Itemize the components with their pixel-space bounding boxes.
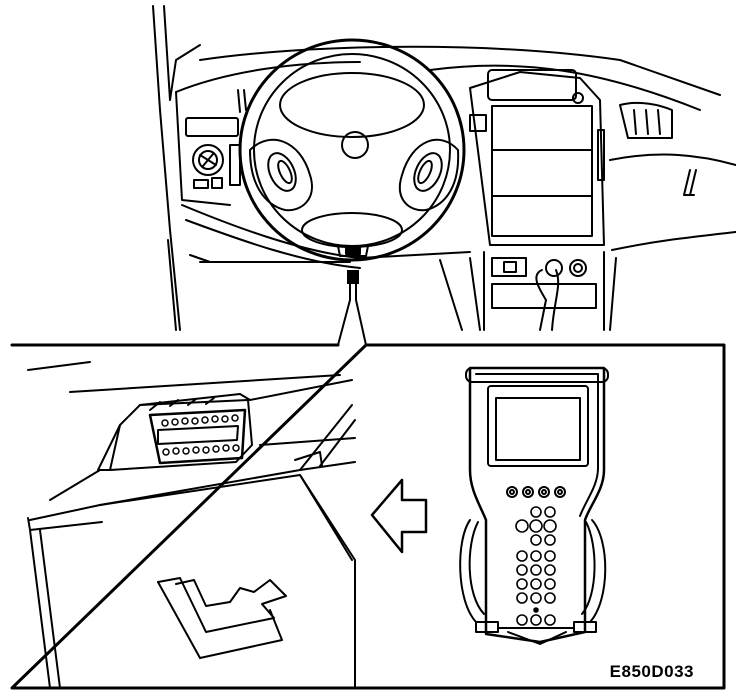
connector-location-detail [27, 361, 356, 689]
scan-tool-screen [487, 385, 589, 467]
connector-pin-row-top [161, 414, 239, 427]
connector-pin-row-bottom [162, 444, 240, 456]
panel-clip [157, 577, 287, 633]
arrow-left-icon [370, 478, 428, 554]
horn-emblem [341, 131, 369, 159]
steering-wheel [238, 38, 466, 262]
scan-tool-device [459, 366, 609, 645]
figure-reference-code: E850D033 [609, 662, 694, 681]
obd-connector-face [148, 408, 247, 465]
dashboard-top-edge [175, 61, 361, 93]
inset-detail-frame [10, 343, 726, 690]
windshield-pillar-left [152, 5, 201, 331]
center-console [469, 69, 605, 331]
windshield-base [199, 45, 721, 96]
right-dashboard-section [609, 101, 736, 251]
scan-tool-body [468, 366, 606, 644]
dashboard-overview-illustration [152, 5, 736, 331]
scan-tool-function-keys [506, 486, 566, 498]
scan-tool-keypad [515, 506, 557, 626]
left-switch-panel [175, 89, 247, 206]
callout-pointer [337, 270, 367, 346]
